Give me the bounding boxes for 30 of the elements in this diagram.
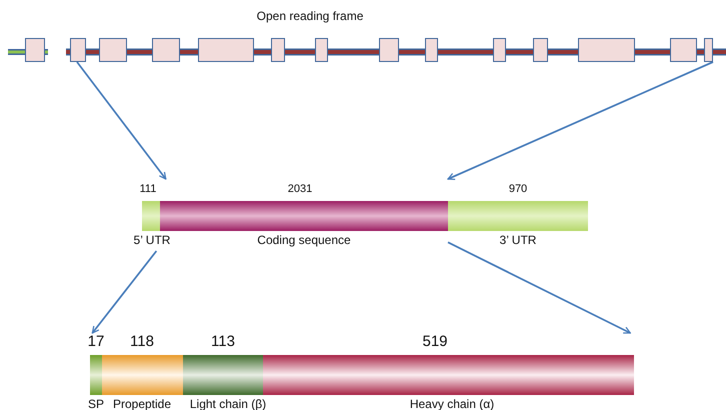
length-label: 970	[508, 183, 528, 195]
segment-label: SP	[88, 397, 104, 410]
segment-label: 5’ UTR	[134, 233, 170, 247]
length-label: 2031	[288, 183, 312, 195]
arrow	[92, 250, 158, 334]
exon-box	[271, 38, 285, 62]
exon-box	[198, 38, 254, 62]
exon-box	[379, 38, 399, 62]
exon-box	[25, 38, 45, 62]
arrow	[76, 61, 166, 180]
exon-box	[533, 38, 548, 62]
exon-box	[315, 38, 328, 62]
exon-box	[152, 38, 180, 62]
exon-box	[493, 38, 506, 62]
exon-box	[425, 38, 438, 62]
arrow	[447, 61, 714, 180]
exon-box	[578, 38, 635, 62]
length-label: 519	[422, 333, 448, 350]
length-label: 111	[140, 183, 156, 195]
exon-box	[99, 38, 127, 62]
length-label: 118	[130, 333, 154, 350]
exon-box	[670, 38, 697, 62]
length-label: 113	[211, 333, 235, 350]
segment-label: 3’ UTR	[500, 233, 536, 247]
exon-box	[70, 38, 86, 62]
segment-label: Coding sequence	[257, 233, 351, 247]
heading: Open reading frame	[256, 9, 364, 23]
exon-box	[704, 38, 713, 62]
arrow	[448, 242, 631, 334]
length-label: 17	[88, 333, 104, 350]
